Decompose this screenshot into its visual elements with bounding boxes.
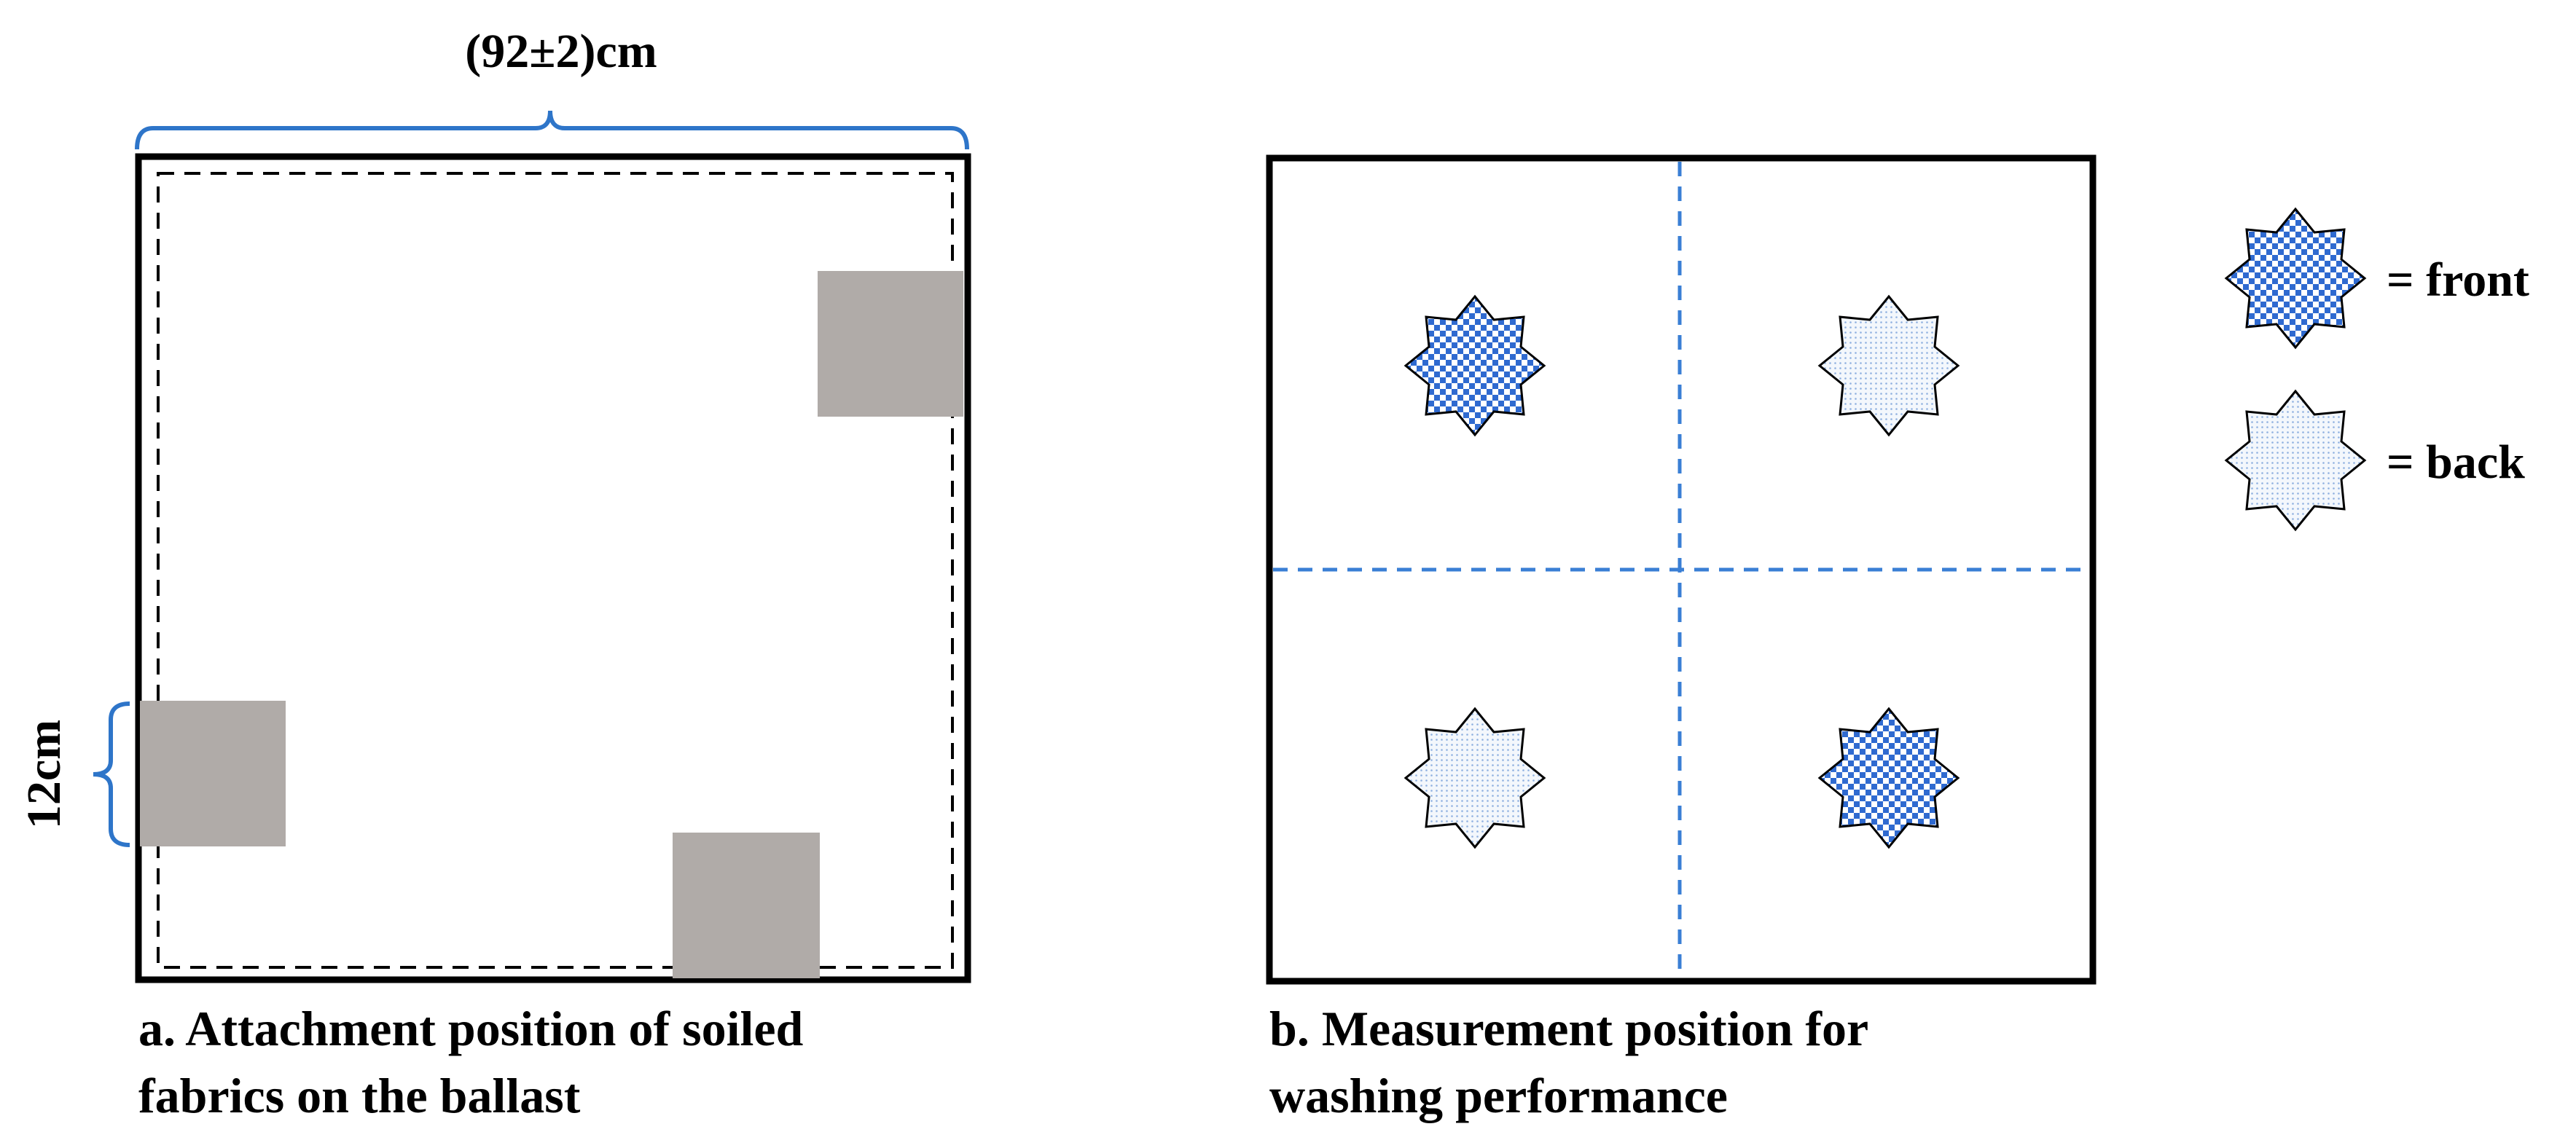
legend-front-checkered-star-icon <box>2224 207 2367 350</box>
width-bracket <box>135 110 969 150</box>
soiled-fabric-swatch-bottom <box>673 833 820 978</box>
width-label: (92±2)cm <box>465 25 657 78</box>
legend-back-dotted-star-icon <box>2224 389 2367 532</box>
legend-back-label: = back <box>2387 436 2525 489</box>
measurement-star-back-icon <box>1817 294 1960 437</box>
caption-b-line2: washing performance <box>1269 1068 1728 1123</box>
ballast-seam-dashed <box>157 172 954 969</box>
panel-b: b. Measurement position for washing perf… <box>1266 154 2097 1123</box>
measurement-star-front-icon <box>1817 707 1960 849</box>
measurement-star-back-icon <box>1404 707 1546 849</box>
caption-a-line2: fabrics on the ballast <box>138 1068 581 1123</box>
caption-b-line1: b. Measurement position for <box>1269 1001 1868 1056</box>
measurement-star-front-icon <box>1404 294 1546 437</box>
ballast-outline-b <box>1266 154 2097 985</box>
legend: = front = back <box>2224 207 2529 532</box>
panel-a: (92±2)cm 12cm a. Attachment position of … <box>17 25 971 1123</box>
ballast-outline <box>135 153 971 983</box>
legend-front-label: = front <box>2387 253 2529 307</box>
caption-a-line1: a. Attachment position of soiled <box>138 1001 804 1056</box>
soiled-fabric-swatch-top-right <box>818 271 963 417</box>
height-bracket <box>93 701 130 847</box>
soiled-fabric-swatch-left <box>140 701 286 846</box>
height-label: 12cm <box>17 720 71 829</box>
